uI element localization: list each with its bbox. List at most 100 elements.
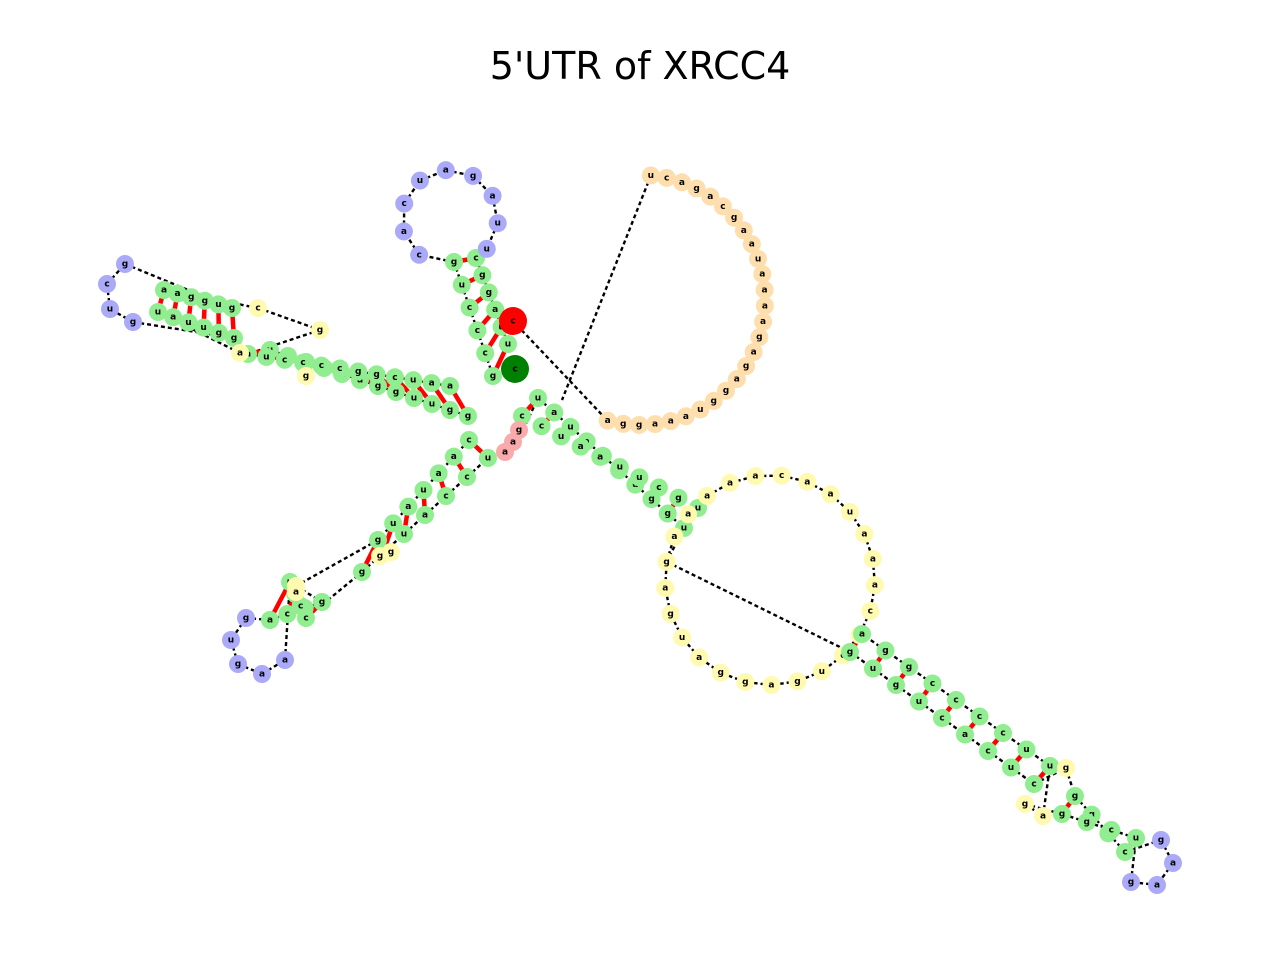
nucleotide-right-outer-stem: u <box>864 659 882 678</box>
nucleotide-circle <box>865 576 884 595</box>
nucleotide-circle <box>672 173 691 192</box>
nucleotide-letter: u <box>695 504 701 514</box>
nucleotide-circle <box>441 401 459 419</box>
nucleotide-letter: g <box>231 334 237 344</box>
nucleotide-left-outer-stem: u <box>149 303 167 321</box>
nucleotide-circle <box>1164 854 1182 872</box>
nucleotide-multiloop: a <box>646 415 665 434</box>
nucleotide-circle <box>657 552 676 571</box>
nucleotide-circle <box>933 709 951 727</box>
nucleotide-hairpin: a <box>276 651 294 669</box>
nucleotide-letter: a <box>492 305 498 315</box>
nucleotide-right-outer-stem: c <box>970 707 989 726</box>
nucleotide-letter: g <box>373 370 379 380</box>
nucleotide-circle <box>649 478 668 497</box>
nucleotide-circle <box>863 549 882 568</box>
nucleotide-circle <box>532 417 551 436</box>
nucleotide-letter: c <box>519 412 524 422</box>
nucleotide-circle <box>1034 807 1052 825</box>
nucleotide-left-stem: g <box>367 365 386 384</box>
nucleotide-left-stem: g <box>441 401 459 419</box>
nucleotide-circle <box>423 395 441 413</box>
nucleotide-letter: g <box>667 609 673 619</box>
nucleotide-circle <box>1053 805 1071 823</box>
nucleotide-circle <box>222 631 240 649</box>
nucleotide-interior-loop: a <box>855 524 874 543</box>
marker-letter: c <box>510 317 515 327</box>
nucleotide-circle <box>164 308 183 327</box>
nucleotide-circle <box>297 609 315 627</box>
nucleotide-circle <box>753 265 772 284</box>
nucleotide-letter: u <box>417 176 423 186</box>
nucleotide-multiloop: a <box>734 221 753 240</box>
nucleotide-letter: a <box>237 349 243 359</box>
nucleotide-letter: u <box>558 432 564 442</box>
nucleotide-circle <box>395 194 414 213</box>
nucleotide-circle <box>479 283 498 302</box>
nucleotide-circle <box>887 676 905 694</box>
nucleotide-lower-left-stem: u <box>479 449 497 467</box>
nucleotide-letter: a <box>175 289 181 299</box>
nucleotide-multiloop: g <box>716 381 735 400</box>
nucleotide-left-outer-stem: a <box>155 281 173 299</box>
nucleotide-right-tail-stem: g <box>1066 787 1084 805</box>
nucleotide-interior-loop: g <box>657 552 676 571</box>
nucleotide-circle <box>249 299 267 317</box>
marker-circle <box>501 355 529 383</box>
nucleotide-circle <box>1002 758 1020 777</box>
nucleotide-circle <box>841 643 859 661</box>
nucleotide-right-tail-stem: c <box>1102 821 1121 839</box>
nucleotide-circle <box>394 222 413 241</box>
nucleotide-left-stem: u <box>257 347 276 366</box>
nucleotide-circle <box>876 641 895 660</box>
nucleotide-circle <box>658 504 677 523</box>
nucleotide-circle <box>441 377 459 395</box>
nucleotide-letter: u <box>107 305 113 315</box>
nucleotide-letter: a <box>510 438 516 448</box>
nucleotide-upper-stem: c <box>468 321 487 340</box>
nucleotide-left-outer-stem: g <box>182 288 201 307</box>
nucleotide-circle <box>209 295 228 314</box>
nucleotide-letter: c <box>464 473 469 483</box>
nucleotide-circle <box>257 347 276 366</box>
nucleotide-letter: u <box>648 171 654 181</box>
backbone-link <box>295 584 323 604</box>
nucleotide-right-outer-stem: u <box>1002 758 1020 777</box>
nucleotide-hairpin: c <box>98 275 116 293</box>
nucleotide-multiloop: a <box>661 412 680 431</box>
nucleotide-hairpin: a <box>394 222 413 241</box>
nucleotide-letter: g <box>1063 764 1069 774</box>
nucleotide-circle <box>479 449 497 467</box>
nucleotide-circle <box>910 692 928 711</box>
nucleotide-letter: a <box>293 588 299 598</box>
nucleotide-letter: a <box>752 472 758 482</box>
nucleotide-interior-loop: a <box>665 527 684 546</box>
nucleotide-letter: c <box>483 349 488 359</box>
nucleotide-upper-stem: u <box>452 275 471 294</box>
nucleotide-left-outer-stem: a <box>164 308 183 327</box>
nucleotide-letter: c <box>953 696 958 706</box>
nucleotide-circle <box>676 407 695 426</box>
nucleotide-letter: g <box>1158 836 1164 846</box>
nucleotide-circle <box>1148 876 1166 894</box>
nucleotide-circle <box>513 407 531 425</box>
nucleotide-multiloop: a <box>744 343 763 362</box>
nucleotide-left-outer-stem: u <box>194 318 213 337</box>
nucleotide-letter: a <box>405 502 411 512</box>
nucleotide-circle <box>387 383 405 401</box>
nucleotide-circle <box>486 300 505 319</box>
nucleotide-hairpin: g <box>116 255 134 273</box>
backbone-layer <box>105 169 1175 887</box>
nucleotide-circle <box>1057 759 1075 777</box>
nucleotide-circle <box>750 328 769 347</box>
nucleotide-circle <box>468 321 487 340</box>
nucleotide-circle <box>395 525 413 543</box>
nucleotide-hairpin: a <box>1164 854 1182 872</box>
nucleotide-right-tail-stem: g <box>1077 813 1096 831</box>
nucleotide-interior-loop: u <box>812 662 831 681</box>
nucleotide-letter: g <box>663 557 669 567</box>
nucleotide-circle <box>209 323 228 342</box>
nucleotide-hairpin: u <box>410 171 429 190</box>
nucleotide-letter: u <box>505 340 511 350</box>
nucleotide-letter: c <box>466 436 471 446</box>
